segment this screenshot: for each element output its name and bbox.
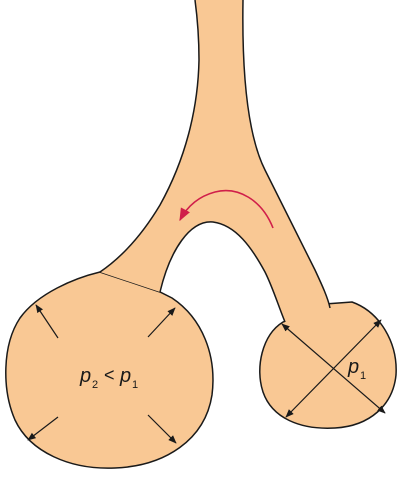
less-than-sign: <: [104, 365, 115, 385]
airway-structure: [6, 0, 396, 468]
pressure-subscript-1: 1: [132, 379, 138, 391]
pressure-subscript-2: 2: [92, 379, 98, 391]
airway-trunk: [100, 0, 330, 322]
pressure-symbol-p2: p: [79, 365, 91, 387]
pressure-subscript-1-small: 1: [360, 370, 366, 382]
small-alveolus: [260, 302, 396, 428]
pressure-symbol-p1: p: [119, 365, 131, 387]
pressure-symbol-p1-small: p: [347, 356, 359, 378]
